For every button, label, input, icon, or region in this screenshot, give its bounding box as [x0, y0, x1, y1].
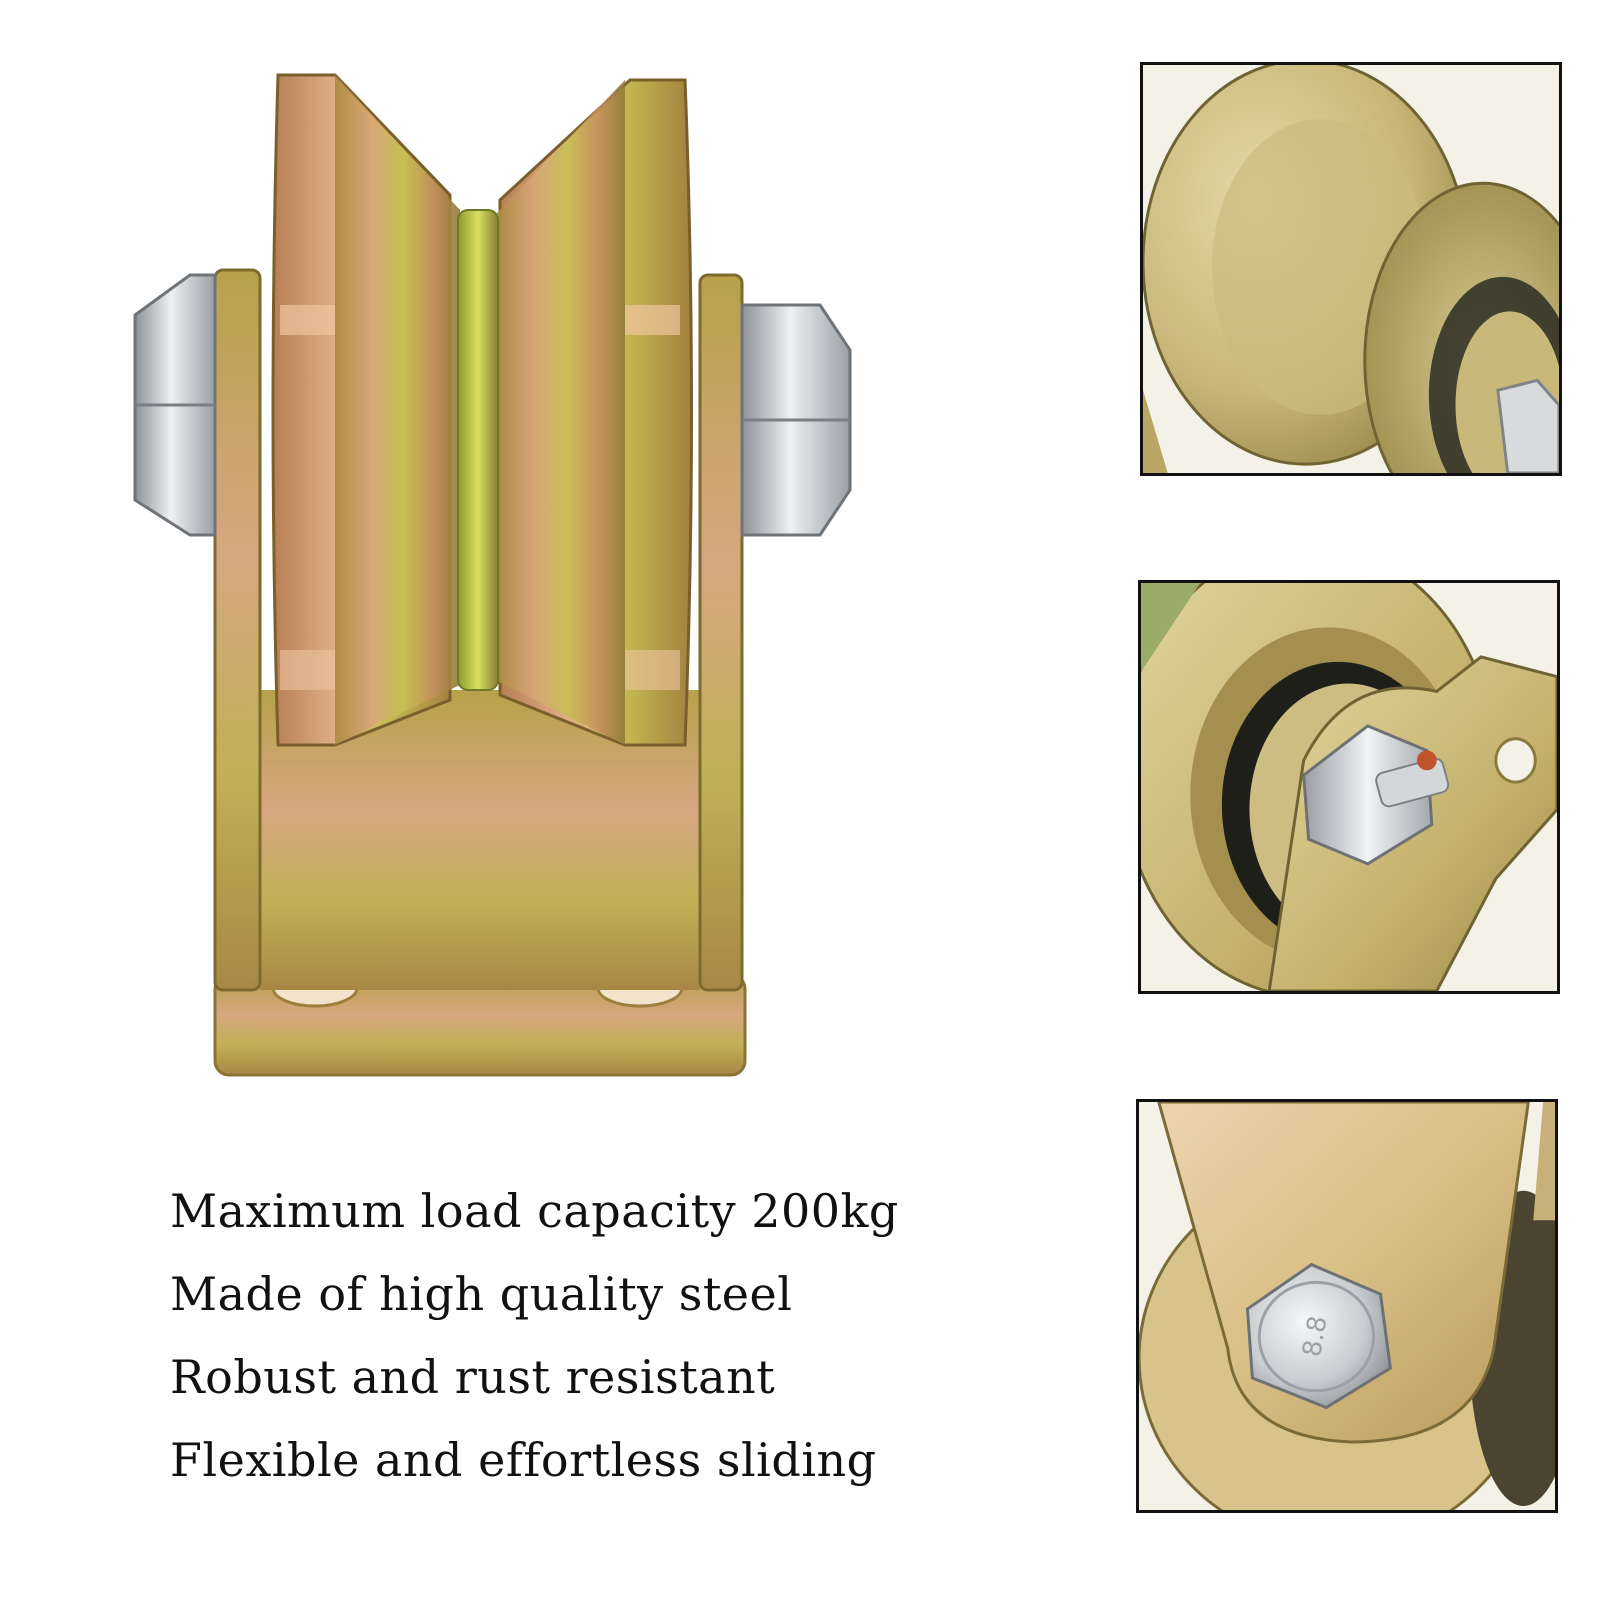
- bolt-head-closeup-icon: 8.8: [1136, 1099, 1558, 1513]
- feature-rust-resistance: Robust and rust resistant: [170, 1350, 776, 1404]
- feature-list: Maximum load capacity 200kg Made of high…: [170, 1170, 1070, 1502]
- bearing-nut-closeup-icon: [1138, 580, 1560, 994]
- feature-load-capacity: Maximum load capacity 200kg: [170, 1184, 899, 1238]
- v-groove-wheel-bracket-icon: [120, 60, 890, 1100]
- feature-material: Made of high quality steel: [170, 1267, 793, 1321]
- wheel-groove-closeup-icon: [1140, 62, 1562, 476]
- feature-sliding: Flexible and effortless sliding: [170, 1433, 877, 1487]
- bolt-head-marking: 8.8: [1297, 1314, 1334, 1359]
